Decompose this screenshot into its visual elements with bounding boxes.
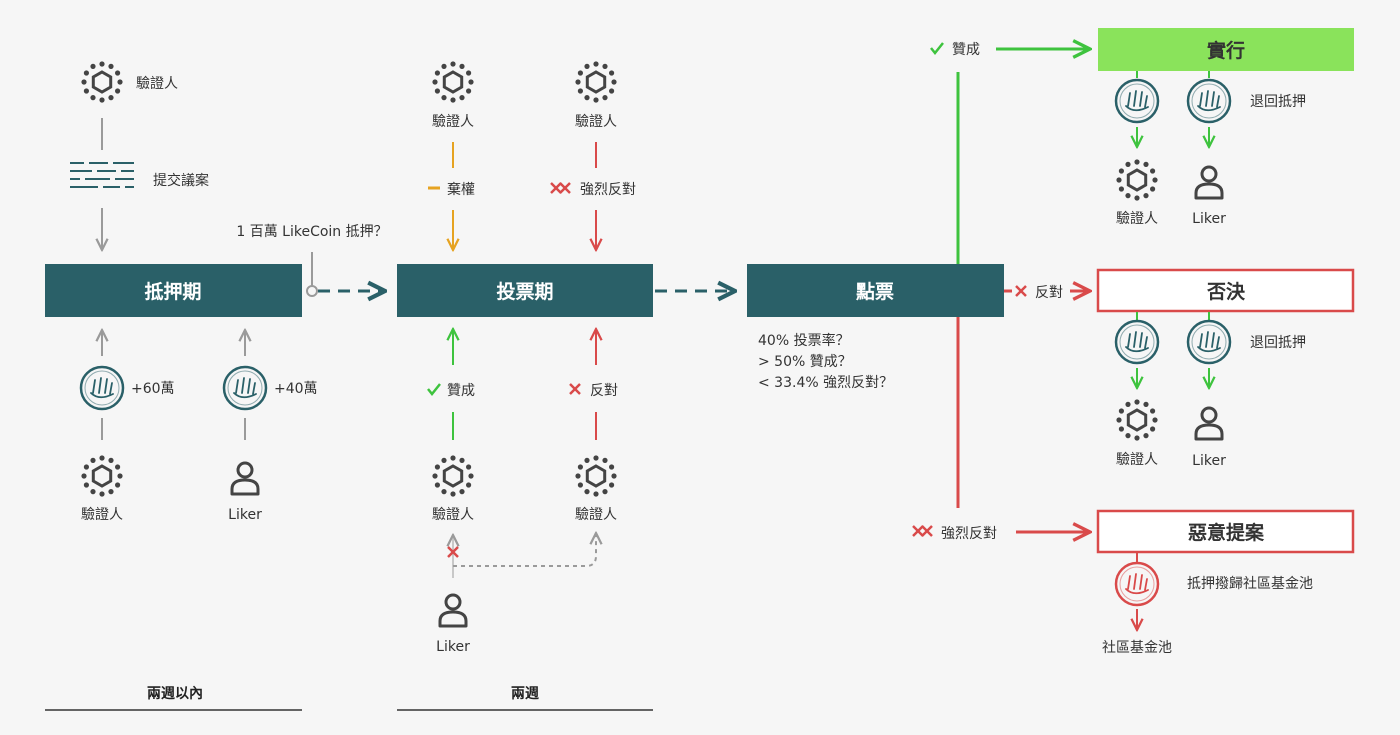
strong-no-icon (550, 182, 571, 194)
outcome-pass-title: 實行 (1207, 39, 1245, 62)
tally-condition: 40% 投票率？ (758, 332, 850, 349)
liker-label: Liker (228, 507, 262, 523)
outcome-reject-title: 否決 (1206, 281, 1246, 303)
junction-node (306, 285, 318, 297)
no-cross-icon (1015, 285, 1027, 297)
likecoin-icon (1114, 78, 1160, 124)
pool-label: 社區基金池 (1102, 639, 1172, 656)
no-label: 反對 (590, 383, 618, 399)
stage-vote-title: 投票期 (496, 280, 553, 303)
stake-amount-liker: +40萬 (274, 381, 318, 397)
validator-label: 驗證人 (136, 75, 178, 92)
proposal-document-icon (70, 162, 134, 188)
validator-icon (573, 453, 619, 499)
malicious-strong-no-label: 強烈反對 (941, 526, 997, 542)
validator-label: 驗證人 (575, 113, 617, 130)
strong-no-icon (912, 525, 933, 537)
yes-label: 贊成 (447, 383, 475, 399)
liker-icon (1194, 406, 1224, 441)
likecoin-icon (1114, 319, 1160, 365)
stake-question-label: 1 百萬 LikeCoin 抵押？ (236, 224, 387, 240)
likecoin-icon (222, 365, 268, 411)
pass-yes-label: 贊成 (952, 42, 980, 58)
outcome-reject-box (1096, 268, 1355, 313)
stage-tally-box (747, 264, 1004, 317)
liker-label: Liker (436, 639, 470, 655)
liker-icon (1194, 165, 1224, 200)
validator-icon (430, 453, 476, 499)
likecoin-icon (1186, 319, 1232, 365)
stage-tally-title: 點票 (855, 280, 894, 303)
stage-stake-title: 抵押期 (144, 280, 201, 303)
liker-icon (230, 461, 260, 496)
abstain-label: 棄權 (447, 182, 475, 198)
outcome-pass-box (1098, 28, 1354, 71)
stake-duration-label: 兩週以內 (147, 686, 203, 702)
validator-icon (79, 453, 125, 499)
yes-check-icon (427, 383, 441, 397)
no-cross-icon (569, 383, 581, 395)
validator-label: 驗證人 (81, 506, 123, 523)
validator-icon (430, 59, 476, 105)
strong-no-label: 強烈反對 (580, 182, 636, 198)
validator-label: 驗證人 (432, 506, 474, 523)
validator-label: 驗證人 (1116, 451, 1158, 468)
stage-vote-box (397, 264, 653, 317)
liker-label: Liker (1192, 211, 1226, 227)
stake-amount-validator: +60萬 (131, 381, 175, 397)
outcome-malicious-title: 惡意提案 (1188, 521, 1265, 544)
validator-icon (573, 59, 619, 105)
reject-no-label: 反對 (1035, 285, 1063, 301)
validator-label: 驗證人 (575, 506, 617, 523)
validator-label: 驗證人 (432, 113, 474, 130)
validator-icon (79, 59, 125, 105)
refund-label: 退回抵押 (1250, 335, 1306, 351)
tally-condition: > 50% 贊成？ (758, 354, 852, 370)
liker-label: Liker (1192, 453, 1226, 469)
outcome-malicious-box (1096, 509, 1355, 554)
vote-duration-label: 兩週 (511, 686, 539, 702)
likecoin-icon (1186, 78, 1232, 124)
blocked-cross-icon (447, 546, 459, 558)
validator-icon (1114, 157, 1160, 203)
tally-condition: < 33.4% 強烈反對？ (758, 375, 893, 391)
delegation-arrow (453, 533, 596, 567)
liker-icon (438, 593, 468, 628)
to-pool-label: 抵押撥歸社區基金池 (1187, 575, 1313, 592)
validator-label: 驗證人 (1116, 210, 1158, 227)
yes-check-icon (930, 42, 944, 56)
stage-stake-box (45, 264, 302, 317)
likecoin-icon (79, 365, 125, 411)
submit-proposal-label: 提交議案 (153, 172, 209, 189)
refund-label: 退回抵押 (1250, 94, 1306, 110)
likecoin-icon (1114, 561, 1160, 607)
validator-icon (1114, 397, 1160, 443)
